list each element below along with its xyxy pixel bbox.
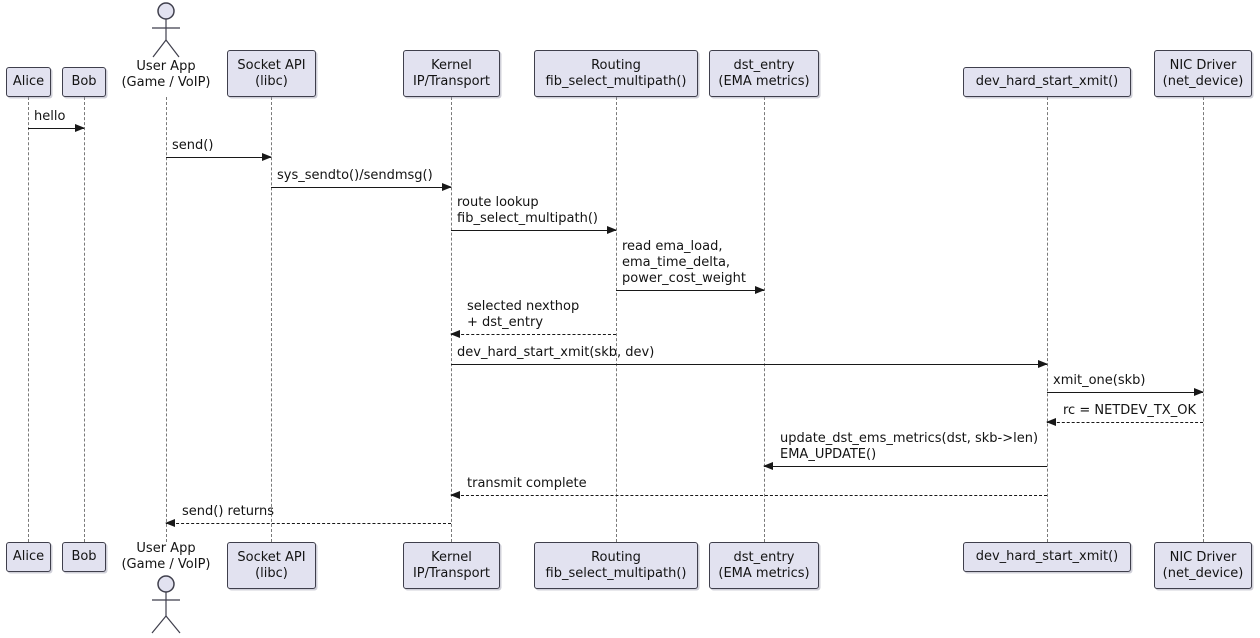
participant-label: dst_entry (733, 57, 795, 73)
message-label: hello (34, 109, 66, 124)
arrowhead-icon (75, 124, 85, 132)
participant-label: (EMA metrics) (718, 565, 810, 581)
participant-label: Routing (591, 57, 641, 73)
arrowhead-icon (165, 519, 175, 527)
lifeline-userapp (166, 97, 167, 542)
participant-bob-top: Bob (62, 67, 106, 97)
arrowhead-icon (262, 153, 272, 161)
participant-label: (libc) (255, 73, 288, 89)
message-label: dev_hard_start_xmit(skb, dev) (457, 345, 655, 360)
participant-bob-bottom: Bob (62, 542, 106, 572)
lifeline-dst-entry (764, 97, 765, 542)
participant-label: User App (136, 59, 196, 74)
participant-label: User App (136, 541, 196, 556)
lifeline-nic-driver (1203, 97, 1204, 542)
participant-userapp-top: User App (Game / VoIP) (96, 59, 236, 91)
participant-nic-driver-bottom: NIC Driver (net_device) (1154, 542, 1252, 589)
participant-kernel-bottom: Kernel IP/Transport (403, 542, 500, 589)
participant-socket-api-top: Socket API (libc) (227, 50, 316, 97)
message-label: xmit_one(skb) (1053, 373, 1146, 388)
message-line (451, 495, 1047, 496)
participant-dev-hard-start-xmit-top: dev_hard_start_xmit() (963, 67, 1131, 97)
actor-icon-userapp-top (152, 2, 180, 58)
participant-label: Alice (12, 549, 45, 564)
participant-userapp-bottom: User App (Game / VoIP) (96, 541, 236, 573)
participant-label: NIC Driver (1169, 57, 1237, 73)
message-line (28, 128, 84, 129)
actor-icon-userapp-bottom (151, 575, 181, 634)
participant-label: Socket API (237, 549, 306, 565)
participant-alice-bottom: Alice (6, 542, 51, 572)
participant-label: dev_hard_start_xmit() (975, 74, 1119, 89)
participant-label: Alice (12, 74, 45, 89)
participant-label: (Game / VoIP) (121, 557, 211, 572)
message-line (451, 230, 616, 231)
participant-socket-api-bottom: Socket API (libc) (227, 542, 316, 589)
message-label: sys_sendto()/sendmsg() (277, 168, 433, 183)
participant-dst-entry-bottom: dst_entry (EMA metrics) (709, 542, 819, 589)
message-label: send() (172, 138, 214, 153)
arrowhead-icon (1046, 418, 1056, 426)
message-line (451, 334, 616, 335)
participant-label: NIC Driver (1169, 549, 1237, 565)
participant-label: fib_select_multipath() (545, 73, 687, 89)
lifeline-routing (616, 97, 617, 542)
message-line (166, 523, 451, 524)
message-line (764, 466, 1047, 467)
arrowhead-icon (1194, 388, 1204, 396)
participant-label: Kernel (431, 549, 472, 565)
arrowhead-icon (1038, 360, 1048, 368)
participant-alice-top: Alice (6, 67, 51, 97)
message-line (616, 290, 764, 291)
lifeline-kernel (451, 97, 452, 542)
arrowhead-icon (755, 286, 765, 294)
participant-label: fib_select_multipath() (545, 565, 687, 581)
message-label: route lookup fib_select_multipath() (457, 195, 598, 226)
participant-dst-entry-top: dst_entry (EMA metrics) (709, 50, 819, 97)
arrowhead-icon (763, 462, 773, 470)
participant-kernel-top: Kernel IP/Transport (403, 50, 500, 97)
participant-label: Routing (591, 549, 641, 565)
participant-label: (Game / VoIP) (121, 75, 211, 90)
message-label: read ema_load, ema_time_delta, power_cos… (622, 239, 746, 286)
message-label: send() returns (182, 504, 275, 519)
participant-label: (net_device) (1162, 565, 1244, 581)
message-label: rc = NETDEV_TX_OK (1063, 403, 1196, 418)
participant-label: dst_entry (733, 549, 795, 565)
participant-label: IP/Transport (412, 565, 491, 581)
participant-label: dev_hard_start_xmit() (975, 549, 1119, 564)
participant-label: (net_device) (1162, 73, 1244, 89)
participant-label: (libc) (255, 565, 288, 581)
message-line (1047, 392, 1203, 393)
participant-routing-bottom: Routing fib_select_multipath() (534, 542, 698, 589)
lifeline-dev-hard-start-xmit (1047, 97, 1048, 542)
message-line (271, 187, 451, 188)
participant-routing-top: Routing fib_select_multipath() (534, 50, 698, 97)
message-label: selected nexthop + dst_entry (467, 299, 580, 330)
arrowhead-icon (607, 226, 617, 234)
message-line (166, 157, 271, 158)
arrowhead-icon (450, 330, 460, 338)
participant-label: Bob (71, 549, 97, 564)
arrowhead-icon (442, 183, 452, 191)
participant-label: (EMA metrics) (718, 73, 810, 89)
arrowhead-icon (450, 491, 460, 499)
message-label: transmit complete (467, 476, 587, 491)
message-label: update_dst_ems_metrics(dst, skb->len) EM… (780, 431, 1039, 462)
participant-label: Socket API (237, 57, 306, 73)
participant-label: IP/Transport (412, 73, 491, 89)
participant-label: Bob (71, 74, 97, 89)
lifeline-socket (271, 97, 272, 542)
participant-label: Kernel (431, 57, 472, 73)
lifeline-alice (28, 97, 29, 542)
message-line (451, 364, 1047, 365)
lifeline-bob (84, 97, 85, 542)
participant-nic-driver-top: NIC Driver (net_device) (1154, 50, 1252, 97)
message-line (1047, 422, 1203, 423)
participant-dev-hard-start-xmit-bottom: dev_hard_start_xmit() (963, 542, 1131, 572)
